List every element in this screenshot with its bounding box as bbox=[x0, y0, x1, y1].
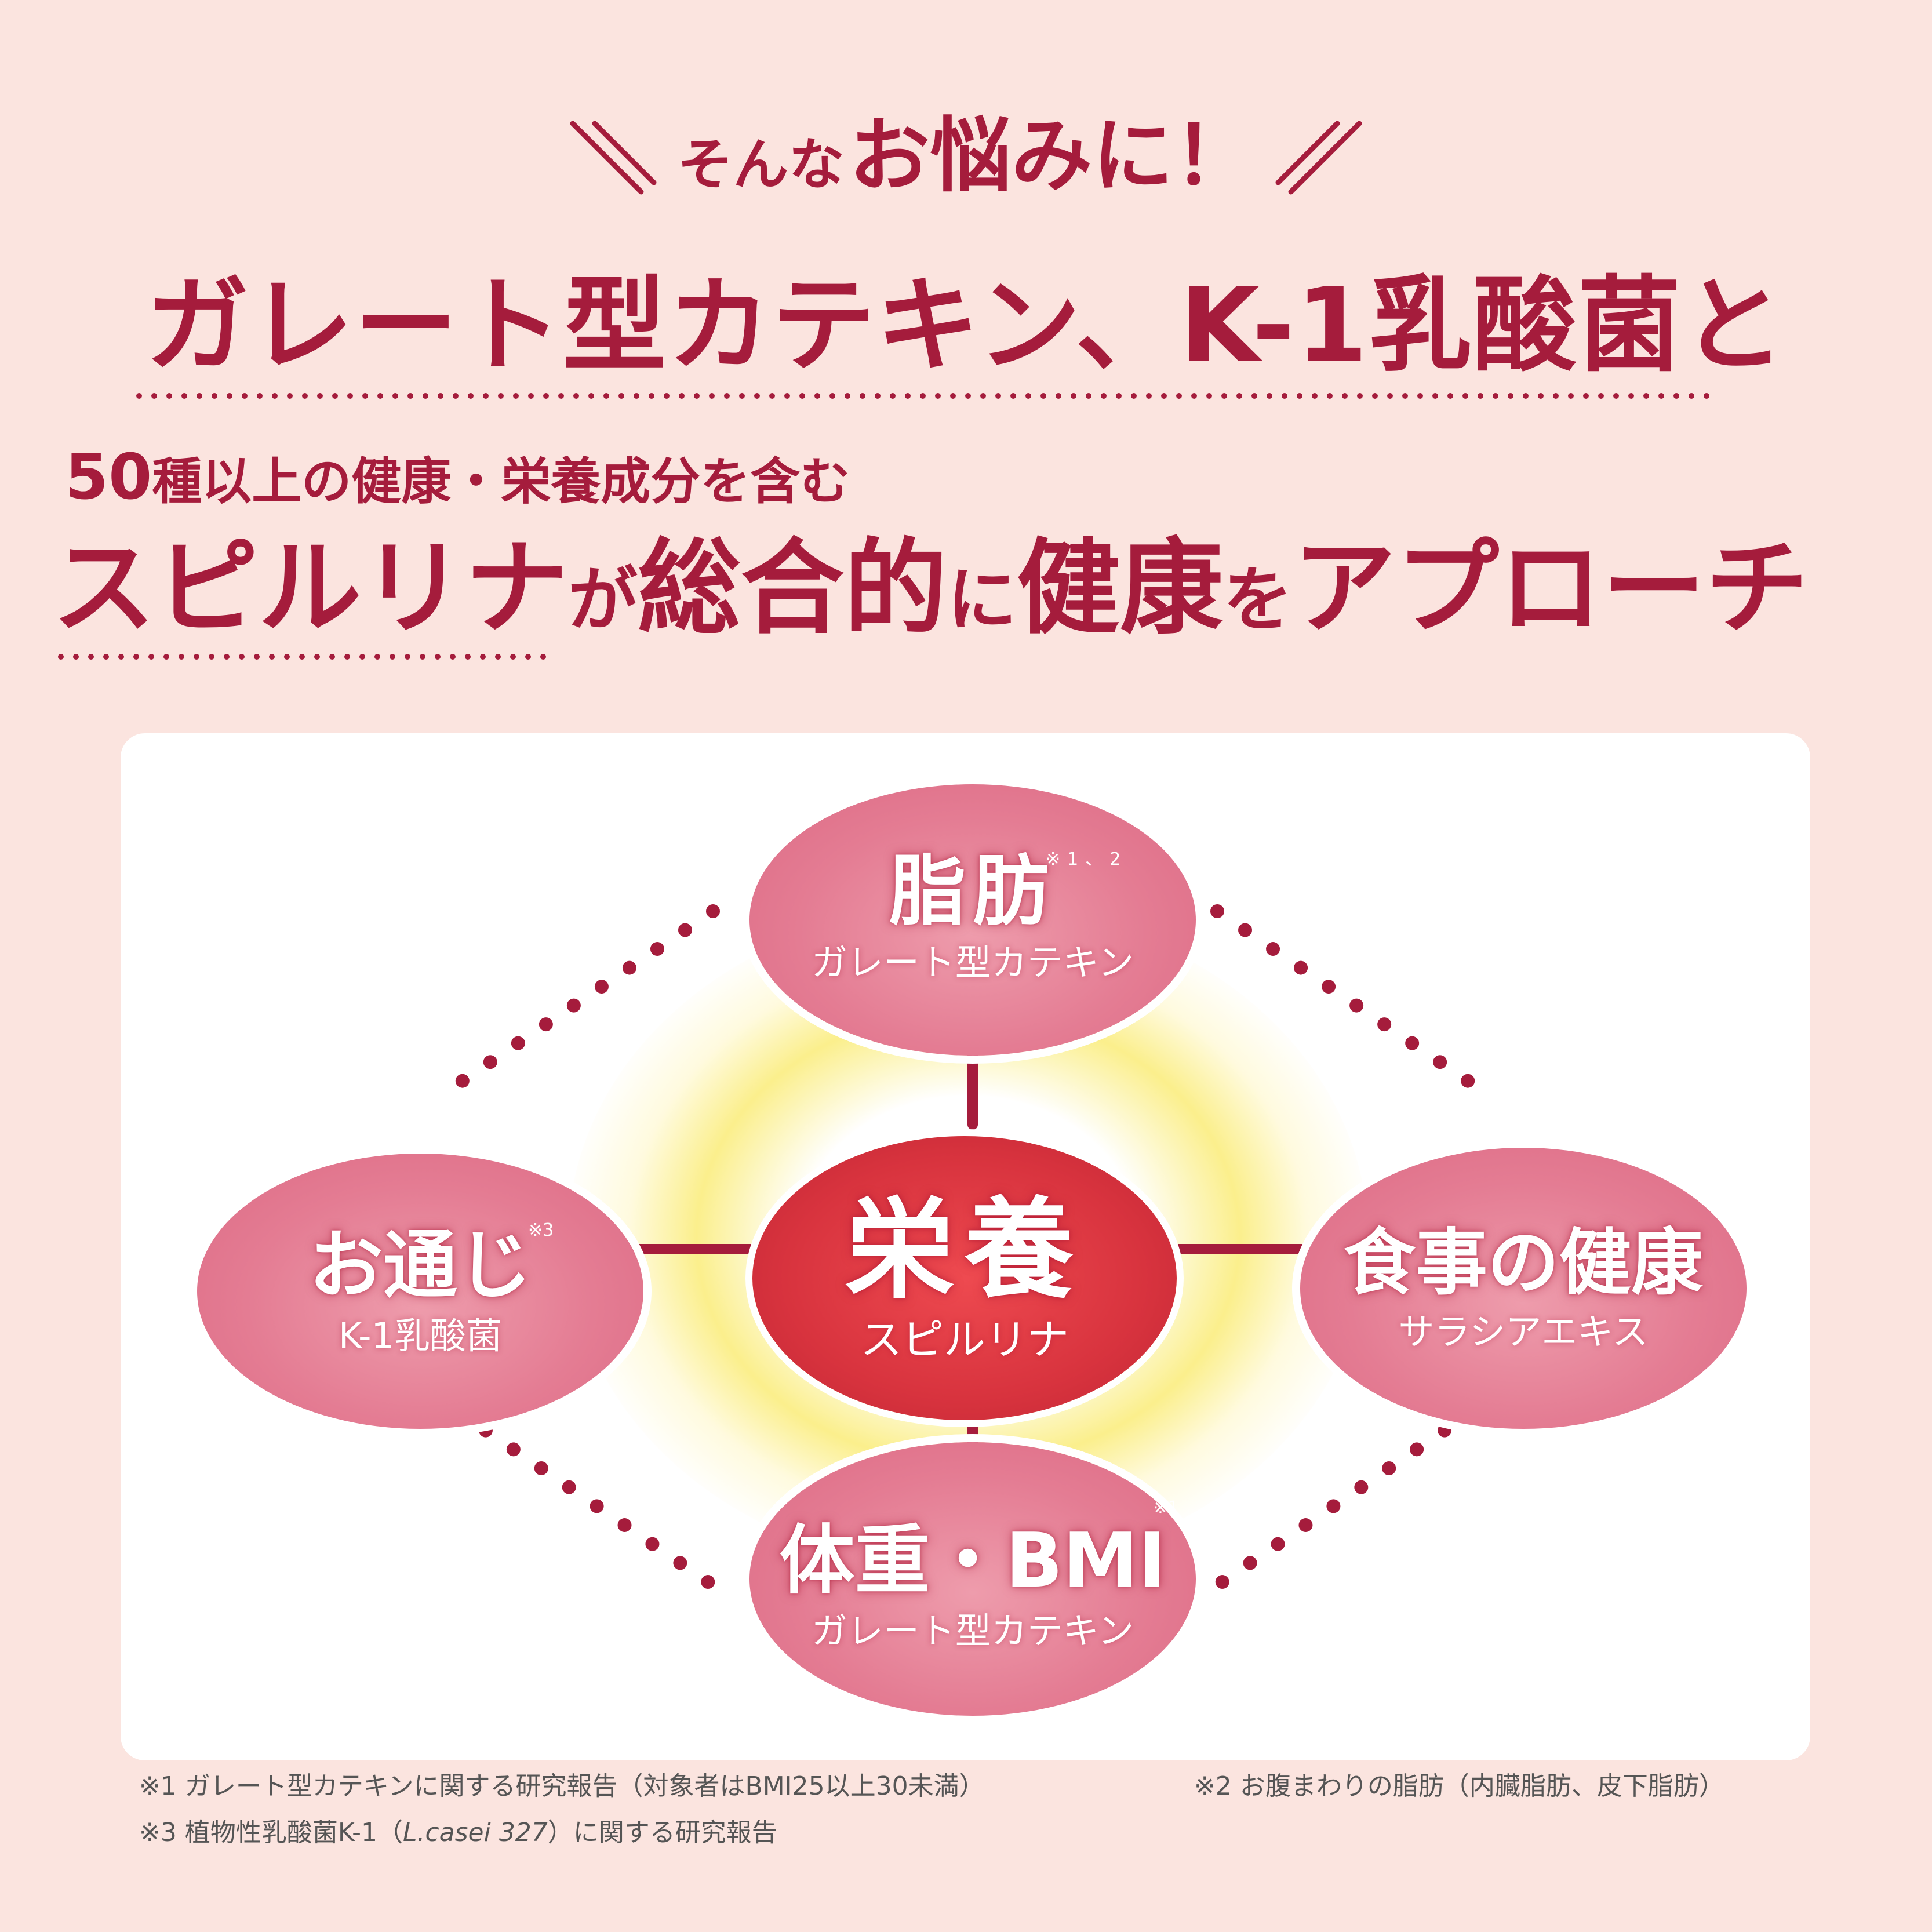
node-fat-note: ※1、2 bbox=[1046, 849, 1128, 869]
node-diet-sub: サラシアエキス bbox=[1398, 1310, 1649, 1353]
headline-ingredients: ガレート型カテキン、K-1乳酸菌と bbox=[145, 265, 1787, 385]
headline2-particle-wo: を bbox=[1223, 560, 1293, 641]
subline-number: 50 bbox=[65, 441, 152, 514]
footnote-1: ※1 ガレート型カテキンに関する研究報告（対象者はBMI25以上30未満） bbox=[139, 1771, 985, 1801]
headline2-approach: アプローチ bbox=[1293, 528, 1809, 648]
node-nutrition-sub: スピルリナ bbox=[860, 1315, 1069, 1364]
tagline: そんなお悩みに！ bbox=[677, 116, 1254, 197]
node-bowel-title: お通じ※3 bbox=[308, 1220, 554, 1309]
headline2-spirulina: スピルリナ bbox=[52, 528, 568, 648]
node-bowel: お通じ※3 K-1乳酸菌 bbox=[197, 1154, 643, 1429]
headline2-comprehensive: 総合的 bbox=[638, 528, 947, 648]
node-weight: 体重・BMI※1 ガレート型カテキン bbox=[749, 1442, 1196, 1716]
headline-spirulina: スピルリナが総合的に健康をアプローチ bbox=[52, 526, 1809, 650]
right-slash-decoration bbox=[1275, 121, 1362, 195]
node-weight-title: 体重・BMI※1 bbox=[779, 1498, 1179, 1604]
node-diet: 食事の健康 サラシアエキス bbox=[1300, 1148, 1747, 1429]
node-weight-sub: ガレート型カテキン bbox=[811, 1610, 1134, 1652]
node-nutrition: 栄養 スピルリナ bbox=[752, 1136, 1177, 1420]
headline2-health: 健康 bbox=[1017, 528, 1223, 648]
headline2-dotted-underline bbox=[58, 654, 551, 660]
node-bowel-sub: K-1乳酸菌 bbox=[339, 1314, 502, 1357]
node-nutrition-title: 栄養 bbox=[845, 1187, 1084, 1314]
node-fat-title: 脂肪※1、2 bbox=[889, 847, 1128, 936]
left-slash-decoration bbox=[570, 121, 657, 195]
node-diet-title: 食事の健康 bbox=[1343, 1221, 1703, 1305]
node-weight-note: ※1 bbox=[1153, 1498, 1179, 1518]
node-bowel-note: ※3 bbox=[528, 1220, 554, 1240]
tagline-emphasis: お悩みに！ bbox=[849, 109, 1255, 203]
headline1-dotted-underline bbox=[136, 393, 1713, 399]
node-fat-sub: ガレート型カテキン bbox=[811, 941, 1134, 984]
node-fat: 脂肪※1、2 ガレート型カテキン bbox=[749, 784, 1196, 1056]
subline-nutrients: 50種以上の健康・栄養成分を含む bbox=[65, 446, 850, 509]
tagline-lead: そんな bbox=[677, 132, 845, 197]
subline-text: 種以上の健康・栄養成分を含む bbox=[152, 453, 850, 511]
headline2-particle-ga: が bbox=[568, 560, 638, 641]
footnote-2: ※2 お腹まわりの脂肪（内臓脂肪、皮下脂肪） bbox=[1194, 1771, 1724, 1801]
headline2-particle-ni: に bbox=[947, 560, 1017, 641]
footnote-3: ※3 植物性乳酸菌K-1（L.casei 327）に関する研究報告 bbox=[139, 1818, 777, 1847]
footnote-3-strain: L.casei 327 bbox=[402, 1818, 548, 1847]
tagline-row: そんなお悩みに！ bbox=[0, 101, 1932, 212]
